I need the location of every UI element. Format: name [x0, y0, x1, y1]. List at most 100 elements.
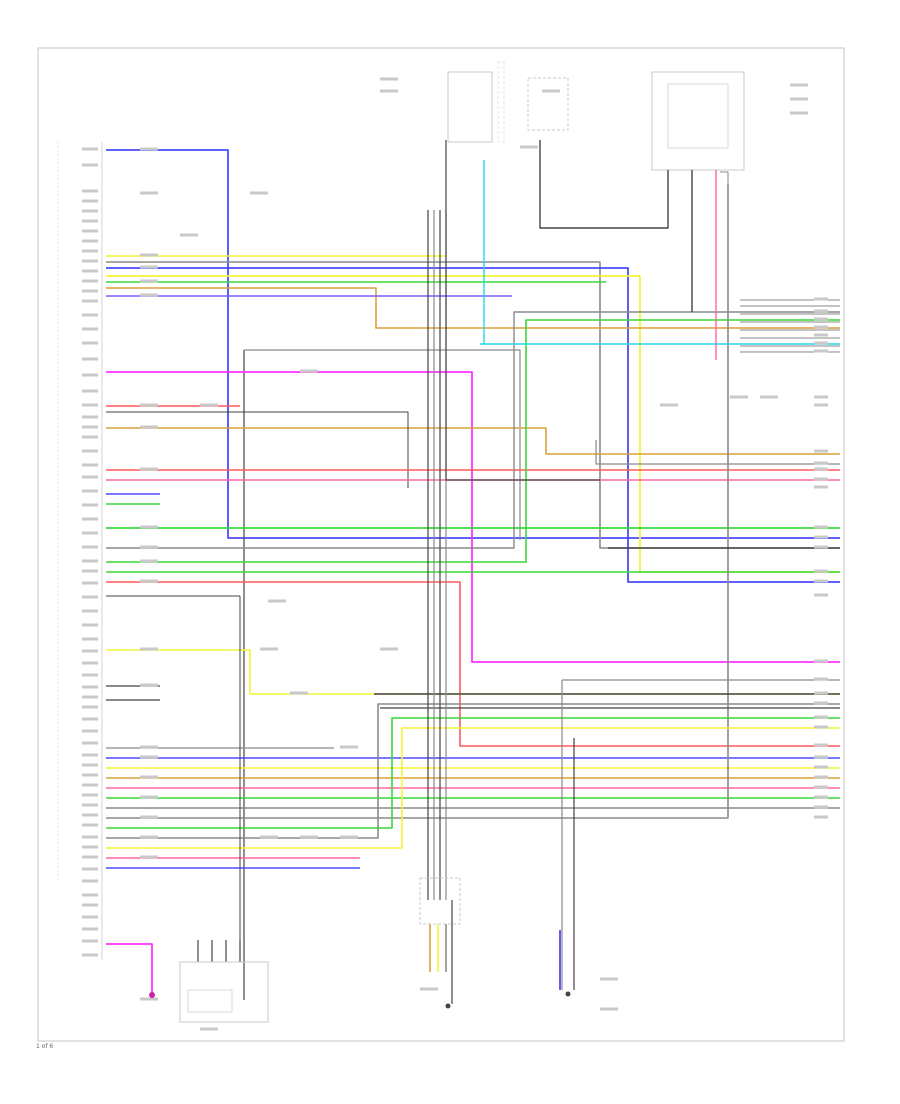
annotation-mark [340, 745, 358, 749]
right-pin-label-mark [814, 569, 828, 573]
annotation-mark [140, 755, 158, 759]
annotation-mark [140, 425, 158, 429]
wire-relay-1 [539, 140, 669, 229]
right-pin-label-mark [814, 715, 828, 719]
bottom-right-connector [565, 991, 571, 997]
wire-relay-4 [720, 171, 729, 220]
pin-label-mark [82, 879, 98, 883]
pin-label-mark [82, 695, 98, 699]
pin-label-mark [82, 463, 98, 467]
right-pin-label-mark [814, 467, 828, 471]
wire-green-3 [106, 319, 840, 563]
annotation-mark [140, 559, 158, 563]
pin-label-mark [82, 845, 98, 849]
pin-label-mark [82, 199, 98, 203]
right-pin-label-mark [814, 297, 828, 301]
right-pin-label-mark [814, 525, 828, 529]
pin-label-mark [82, 163, 98, 167]
right-pin-label-mark [814, 395, 828, 399]
wire-dark-1 [106, 411, 409, 488]
right-pin-label-mark [814, 593, 828, 597]
annotation-mark [140, 683, 158, 687]
annotation-mark [140, 293, 158, 297]
ecu-connector-block [57, 142, 103, 960]
pin-label-mark [82, 609, 98, 613]
annotation-mark [140, 467, 158, 471]
annotation-mark [300, 369, 318, 373]
annotation-mark [140, 545, 158, 549]
pin-label-mark [82, 595, 98, 599]
right-pin-label-mark [814, 677, 828, 681]
pin-label-mark [82, 581, 98, 585]
right-pin-label-mark [814, 449, 828, 453]
pin-label-mark [82, 503, 98, 507]
right-pin-label-mark [814, 725, 828, 729]
pin-label-mark [82, 939, 98, 943]
right-pin-label-mark [814, 535, 828, 539]
pin-label-mark [82, 219, 98, 223]
pin-label-mark [82, 299, 98, 303]
annotation-mark [290, 691, 308, 695]
annotation-mark [520, 145, 538, 149]
annotation-mark [200, 1027, 218, 1031]
pin-label-mark [82, 915, 98, 919]
wire-gray-2 [244, 349, 521, 540]
pin-label-mark [82, 327, 98, 331]
pin-label-mark [82, 373, 98, 377]
right-pin-label-mark [814, 545, 828, 549]
wire-gray-8 [595, 440, 840, 465]
pin-label-mark [82, 867, 98, 871]
pin-label-mark [82, 545, 98, 549]
annotation-mark [380, 89, 398, 93]
wire-center-2 [445, 140, 600, 481]
pin-label-mark [82, 259, 98, 263]
annotation-mark [140, 647, 158, 651]
annotation-mark [140, 403, 158, 407]
annotation-mark [260, 647, 278, 651]
pin-label-mark [82, 475, 98, 479]
right-pin-label-mark [814, 691, 828, 695]
pin-label-mark [82, 783, 98, 787]
pin-label-mark [82, 425, 98, 429]
pin-label-mark [82, 289, 98, 293]
pin-label-mark [82, 559, 98, 563]
pin-label-mark [82, 661, 98, 665]
right-pin-label-mark [814, 579, 828, 583]
annotation-mark [260, 835, 278, 839]
right-pin-label-mark [814, 805, 828, 809]
annotation-mark [140, 279, 158, 283]
annotation-mark [140, 855, 158, 859]
wire-orange-1 [106, 287, 840, 329]
wire-orange-2 [106, 427, 840, 455]
wire-green-6 [106, 717, 840, 829]
right-pin-label-mark [814, 765, 828, 769]
annotation-mark [730, 395, 748, 399]
wire-gray-6 [106, 184, 729, 819]
right-pin-label-mark [814, 325, 828, 329]
annotation-mark [420, 987, 438, 991]
pin-label-mark [82, 569, 98, 573]
pin-label-mark [82, 403, 98, 407]
right-pin-label-mark [814, 309, 828, 313]
wire-harness [106, 140, 840, 1004]
right-pin-label-mark [814, 317, 828, 321]
pin-label-mark [82, 147, 98, 151]
pin-label-mark [82, 341, 98, 345]
pin-label-mark [82, 717, 98, 721]
pin-label-mark [82, 189, 98, 193]
annotation-mark [140, 191, 158, 195]
reference-code: 1 of 6 [36, 1043, 54, 1050]
wire-magenta-2 [106, 943, 153, 995]
right-pin-label-mark [814, 743, 828, 747]
pin-label-mark [82, 649, 98, 653]
right-pin-label-mark [814, 349, 828, 353]
pin-label-mark [82, 927, 98, 931]
wire-blue-2 [106, 267, 840, 583]
annotation-mark [140, 775, 158, 779]
pin-label-mark [82, 903, 98, 907]
pin-label-mark [82, 637, 98, 641]
right-pin-label-mark [814, 341, 828, 345]
right-pin-label-mark [814, 755, 828, 759]
pin-label-mark [82, 803, 98, 807]
